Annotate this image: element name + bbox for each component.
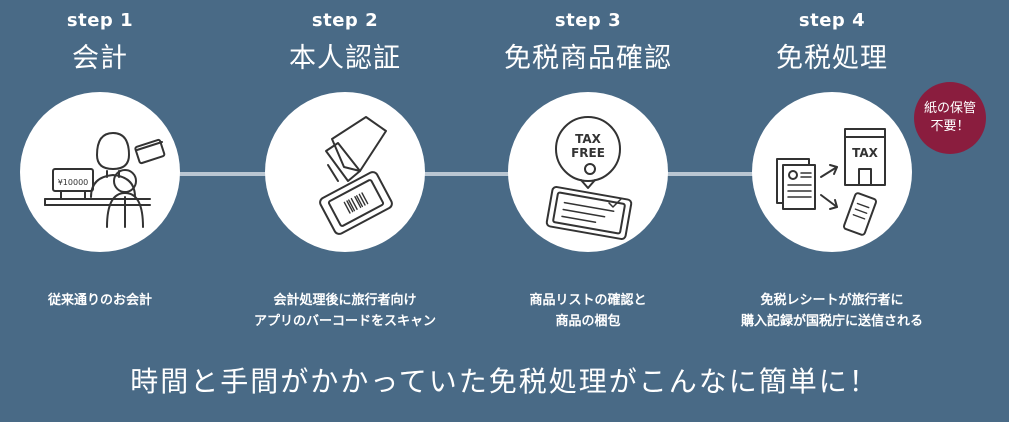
- no-paper-storage-badge: 紙の保管 不要！: [914, 82, 986, 154]
- step-4-description: 免税レシートが旅行者に 購入記録が国税庁に送信される: [712, 290, 952, 332]
- arrow-icon: [820, 194, 838, 208]
- step-2-label: step 2: [311, 10, 379, 31]
- tagline: 時間と手間がかかっていた免税処理がこんなに簡単に！: [130, 365, 879, 398]
- step-2-description-line: 会計処理後に旅行者向け: [273, 293, 417, 308]
- tax-free-tag-line2: FREE: [571, 146, 605, 160]
- building-sign: TAX: [852, 146, 879, 160]
- step-2-illustration: [265, 92, 425, 252]
- step-3-label: step 3: [554, 10, 622, 31]
- step-4-description-line: 購入記録が国税庁に送信される: [740, 314, 923, 329]
- step-3-description-line: 商品の梱包: [555, 314, 621, 329]
- step-4-label: step 4: [798, 10, 866, 31]
- tax-free-tag-line1: TAX: [575, 132, 602, 146]
- step-1-description-line: 従来通りのお会計: [47, 293, 152, 308]
- step-connector-line: [160, 172, 840, 176]
- gift-icon: [584, 163, 596, 175]
- step-4-title: 免税処理: [776, 43, 888, 74]
- step-1-title: 会計: [72, 43, 128, 74]
- barcode-scanner-icon: [319, 116, 393, 235]
- tax-processing-icon: TAX: [776, 128, 886, 236]
- step-3-description: 商品リストの確認と 商品の梱包: [468, 290, 708, 332]
- checkout-icon: ¥10000: [44, 132, 166, 228]
- step-3-illustration: TAX FREE: [508, 92, 668, 252]
- step-3-title: 免税商品確認: [504, 43, 672, 74]
- tax-free-tablet-icon: TAX FREE: [545, 116, 633, 241]
- step-1-label: step 1: [66, 10, 134, 31]
- register-display: ¥10000: [58, 178, 89, 187]
- step-2-title: 本人認証: [289, 43, 401, 74]
- step-4-description-line: 免税レシートが旅行者に: [760, 293, 904, 308]
- step-2-description-line: アプリのバーコードをスキャン: [253, 314, 436, 329]
- step-1-illustration: ¥10000: [20, 92, 180, 252]
- arrow-icon: [820, 166, 838, 178]
- step-3-description-line: 商品リストの確認と: [529, 293, 647, 308]
- step-1-description: 従来通りのお会計: [0, 290, 220, 311]
- badge-line: 紙の保管: [923, 101, 976, 116]
- badge-line: 不要！: [930, 119, 970, 134]
- step-2-description: 会計処理後に旅行者向け アプリのバーコードをスキャン: [225, 290, 465, 332]
- step-4-illustration: TAX: [752, 92, 912, 252]
